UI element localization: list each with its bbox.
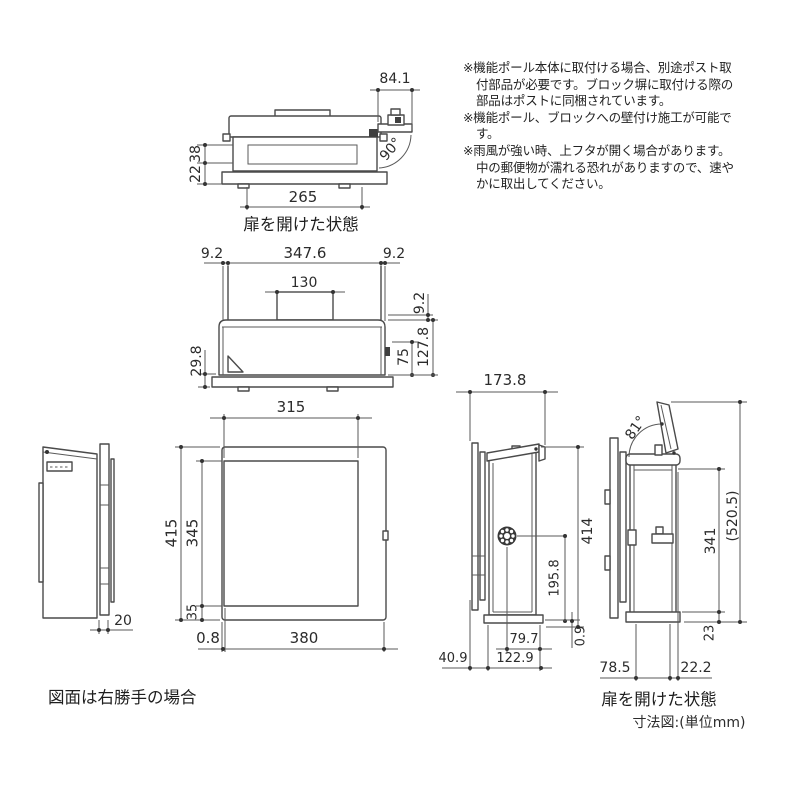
note-line: 付部品が必要です。ブロック塀に取付ける際の <box>476 76 734 92</box>
handedness-note: 図面は右勝手の場合 <box>48 688 197 707</box>
dim-plate-thickness-20: 20 <box>114 613 132 629</box>
dim-depth-lower: 22 <box>188 165 204 183</box>
view-plan: 9.2 347.6 9.2 130 9.2 <box>189 244 438 392</box>
dim-opening-height-341: 341 <box>703 528 719 555</box>
notes-block: ※機能ポール本体に取付ける場合、別途ポスト取 付部品が必要です。ブロック塀に取付… <box>463 60 763 193</box>
dim-lip-9-2: 9.2 <box>412 292 428 314</box>
dim-latch-height-75: 75 <box>396 348 412 366</box>
dim-depth-upper: 38 <box>188 145 204 163</box>
view-f-caption: 扉を開けた状態 <box>601 690 717 709</box>
dial-lock-icon <box>497 526 517 546</box>
dim-bottom-gap-0-9: 0.9 <box>574 626 589 647</box>
dim-open-total-height-520-5: (520.5) <box>725 490 741 541</box>
view-top-door-open: 84.1 90° 38 22 265 扉を開けた状態 <box>188 71 420 234</box>
view-right-side-open: 81° (520.5) 341 23 78.5 22.2 扉を開けた状態 寸法図… <box>599 400 747 731</box>
dim-left-gap-0-8: 0.8 <box>196 629 220 647</box>
dim-base-depth-29-8: 29.8 <box>189 345 205 376</box>
dim-tab-width: 130 <box>291 275 318 291</box>
dim-depth-b-22-2: 22.2 <box>680 660 711 676</box>
dim-dial-offset-79-7: 79.7 <box>510 632 539 647</box>
note-line: 部品はポストに同梱されています。 <box>476 93 672 109</box>
note-line: ※機能ポール本体に取付ける場合、別途ポスト取 <box>463 60 732 75</box>
dim-base-height-23: 23 <box>703 625 718 642</box>
view-left-side: 20 <box>38 443 133 634</box>
note-line: かに取出してください。 <box>476 176 611 192</box>
dim-body-height-415: 415 <box>163 519 181 548</box>
note-line: ※機能ポール、ブロックへの壁付け施工が可能で <box>463 109 732 125</box>
view-right-side: 173.8 414 195.8 0.9 79.7 40.9 122.9 <box>439 371 596 671</box>
view-a-caption: 扉を開けた状態 <box>243 215 359 234</box>
dim-right-overhang: 9.2 <box>383 246 405 262</box>
dim-total-depth-173-8: 173.8 <box>484 371 527 389</box>
note-line: す。 <box>476 126 500 142</box>
dim-door-height-345: 345 <box>184 519 202 548</box>
dim-body-height-414: 414 <box>580 518 596 545</box>
dim-body-width-380: 380 <box>290 629 319 647</box>
dim-left-overhang: 9.2 <box>201 246 223 262</box>
dim-body-depth-122-9: 122.9 <box>496 651 533 666</box>
view-front: 315 415 345 35 0.8 380 <box>163 398 398 652</box>
dim-plate-offset-40-9: 40.9 <box>439 651 468 666</box>
dim-open-angle-81: 81° <box>622 413 649 443</box>
dim-width-265: 265 <box>289 188 318 206</box>
dim-body-depth-127-8: 127.8 <box>416 327 432 367</box>
note-line: ※雨風が強い時、上フタが開く場合があります。 <box>463 142 731 158</box>
dim-bottom-margin-35: 35 <box>186 604 201 621</box>
dim-door-width-315: 315 <box>277 398 306 416</box>
note-line: 中の郵便物が濡れる恐れがありますので、速や <box>476 159 734 175</box>
dim-door-overhang: 84.1 <box>379 71 410 87</box>
units-label: 寸法図:(単位mm) <box>633 715 746 731</box>
dim-depth-a-78-5: 78.5 <box>599 660 630 676</box>
dim-dial-height-195-8: 195.8 <box>548 559 563 596</box>
dim-plate-width: 347.6 <box>284 244 327 262</box>
